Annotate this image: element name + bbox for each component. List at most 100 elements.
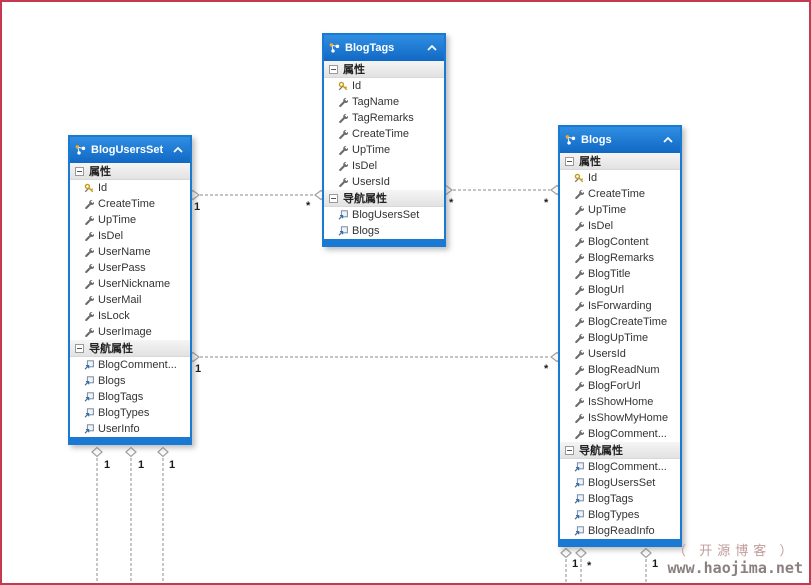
entity-header[interactable]: BlogUsersSet — [70, 137, 190, 163]
entity-footer — [70, 437, 190, 443]
property-row[interactable]: IsShowHome — [560, 394, 680, 410]
property-row[interactable]: BlogCreateTime — [560, 314, 680, 330]
collapse-section-icon[interactable] — [74, 343, 85, 354]
property-row[interactable]: IsDel — [70, 228, 190, 244]
property-row[interactable]: UsersId — [324, 174, 444, 190]
property-row[interactable]: BlogForUrl — [560, 378, 680, 394]
nav-property-row[interactable]: UserInfo — [70, 421, 190, 437]
nav-property-row[interactable]: BlogUsersSet — [560, 475, 680, 491]
property-row[interactable]: TagRemarks — [324, 110, 444, 126]
property-row[interactable]: BlogContent — [560, 234, 680, 250]
nav-property-row[interactable]: BlogUsersSet — [324, 207, 444, 223]
entity-header[interactable]: Blogs — [560, 127, 680, 153]
property-row[interactable]: BlogComment... — [560, 426, 680, 442]
association-tags-blogs[interactable] — [439, 184, 564, 196]
entity-blogs[interactable]: Blogs 属性 Id Create — [558, 125, 682, 547]
property-row[interactable]: UserNickname — [70, 276, 190, 292]
watermark-text-cn: （ 开源博客 ） — [673, 543, 798, 558]
property-row[interactable]: CreateTime — [560, 186, 680, 202]
collapse-section-icon[interactable] — [564, 156, 575, 167]
property-row[interactable]: BlogRemarks — [560, 250, 680, 266]
nav-property-row[interactable]: BlogComment... — [560, 459, 680, 475]
nav-property-row[interactable]: BlogTypes — [70, 405, 190, 421]
section-label: 导航属性 — [579, 445, 623, 457]
property-row[interactable]: BlogTitle — [560, 266, 680, 282]
nav-property-row[interactable]: BlogTags — [70, 389, 190, 405]
association-users-blogs[interactable] — [186, 351, 564, 363]
nav-property-name: BlogTypes — [588, 509, 640, 521]
property-row[interactable]: IsDel — [560, 218, 680, 234]
property-row[interactable]: CreateTime — [324, 126, 444, 142]
entity-title: BlogUsersSet — [91, 144, 164, 156]
navigation-property-icon — [573, 526, 584, 537]
property-row[interactable]: BlogUrl — [560, 282, 680, 298]
association-blogs-bottom-1[interactable] — [560, 547, 572, 585]
chevron-up-icon — [173, 147, 183, 153]
navigation-property-icon — [83, 360, 94, 371]
property-row[interactable]: Id — [324, 78, 444, 94]
property-row[interactable]: IsLock — [70, 308, 190, 324]
property-row[interactable]: BlogUpTime — [560, 330, 680, 346]
nav-property-row[interactable]: Blogs — [324, 223, 444, 239]
navigation-property-icon — [573, 462, 584, 473]
association-blogs-bottom-3[interactable] — [640, 547, 652, 585]
property-row[interactable]: IsDel — [324, 158, 444, 174]
section-label: 导航属性 — [343, 193, 387, 205]
property-icon — [337, 145, 348, 156]
association-users-bottom-3[interactable] — [157, 446, 169, 585]
property-name: IsDel — [98, 230, 124, 242]
section-label: 属性 — [89, 166, 111, 178]
section-properties[interactable]: 属性 — [70, 163, 190, 180]
section-properties[interactable]: 属性 — [560, 153, 680, 170]
chevron-up-icon — [663, 137, 673, 143]
property-row[interactable]: UserImage — [70, 324, 190, 340]
multiplicity-label: 1 — [572, 558, 579, 570]
property-row[interactable]: UserMail — [70, 292, 190, 308]
collapse-section-icon[interactable] — [328, 64, 339, 75]
property-row[interactable]: Id — [70, 180, 190, 196]
property-row[interactable]: IsForwarding — [560, 298, 680, 314]
property-row[interactable]: TagName — [324, 94, 444, 110]
nav-property-row[interactable]: BlogComment... — [70, 357, 190, 373]
entity-blogtags[interactable]: BlogTags 属性 Id Tag — [322, 33, 446, 247]
collapse-section-icon[interactable] — [74, 166, 85, 177]
section-navigation[interactable]: 导航属性 — [560, 442, 680, 459]
multiplicity-label: * — [587, 560, 592, 572]
entity-blogusersset[interactable]: BlogUsersSet 属性 Id — [68, 135, 192, 445]
property-row[interactable]: IsShowMyHome — [560, 410, 680, 426]
entity-header[interactable]: BlogTags — [324, 35, 444, 61]
association-users-bottom-1[interactable] — [91, 446, 103, 585]
property-row[interactable]: CreateTime — [70, 196, 190, 212]
property-row[interactable]: Id — [560, 170, 680, 186]
property-row[interactable]: UpTime — [324, 142, 444, 158]
property-row[interactable]: BlogReadNum — [560, 362, 680, 378]
collapse-section-icon[interactable] — [564, 445, 575, 456]
property-name: UsersId — [588, 348, 626, 360]
property-icon — [337, 129, 348, 140]
section-navigation[interactable]: 导航属性 — [70, 340, 190, 357]
association-users-tags[interactable] — [186, 189, 328, 201]
nav-property-row[interactable]: BlogTypes — [560, 507, 680, 523]
property-icon — [83, 199, 94, 210]
section-properties[interactable]: 属性 — [324, 61, 444, 78]
property-icon — [573, 349, 584, 360]
property-icon — [573, 253, 584, 264]
property-row[interactable]: UserName — [70, 244, 190, 260]
property-row[interactable]: UpTime — [70, 212, 190, 228]
collapse-entity-button[interactable] — [661, 133, 675, 147]
property-row[interactable]: UpTime — [560, 202, 680, 218]
property-row[interactable]: UserPass — [70, 260, 190, 276]
nav-property-row[interactable]: Blogs — [70, 373, 190, 389]
property-name: BlogTitle — [588, 268, 631, 280]
collapse-section-icon[interactable] — [328, 193, 339, 204]
nav-property-row[interactable]: BlogReadInfo — [560, 523, 680, 539]
property-row[interactable]: UsersId — [560, 346, 680, 362]
property-name: Id — [98, 182, 108, 194]
collapse-entity-button[interactable] — [425, 41, 439, 55]
section-navigation[interactable]: 导航属性 — [324, 190, 444, 207]
collapse-entity-button[interactable] — [171, 143, 185, 157]
nav-property-row[interactable]: BlogTags — [560, 491, 680, 507]
association-blogs-bottom-2[interactable] — [575, 547, 587, 585]
property-name: IsLock — [98, 310, 130, 322]
association-users-bottom-2[interactable] — [125, 446, 137, 585]
